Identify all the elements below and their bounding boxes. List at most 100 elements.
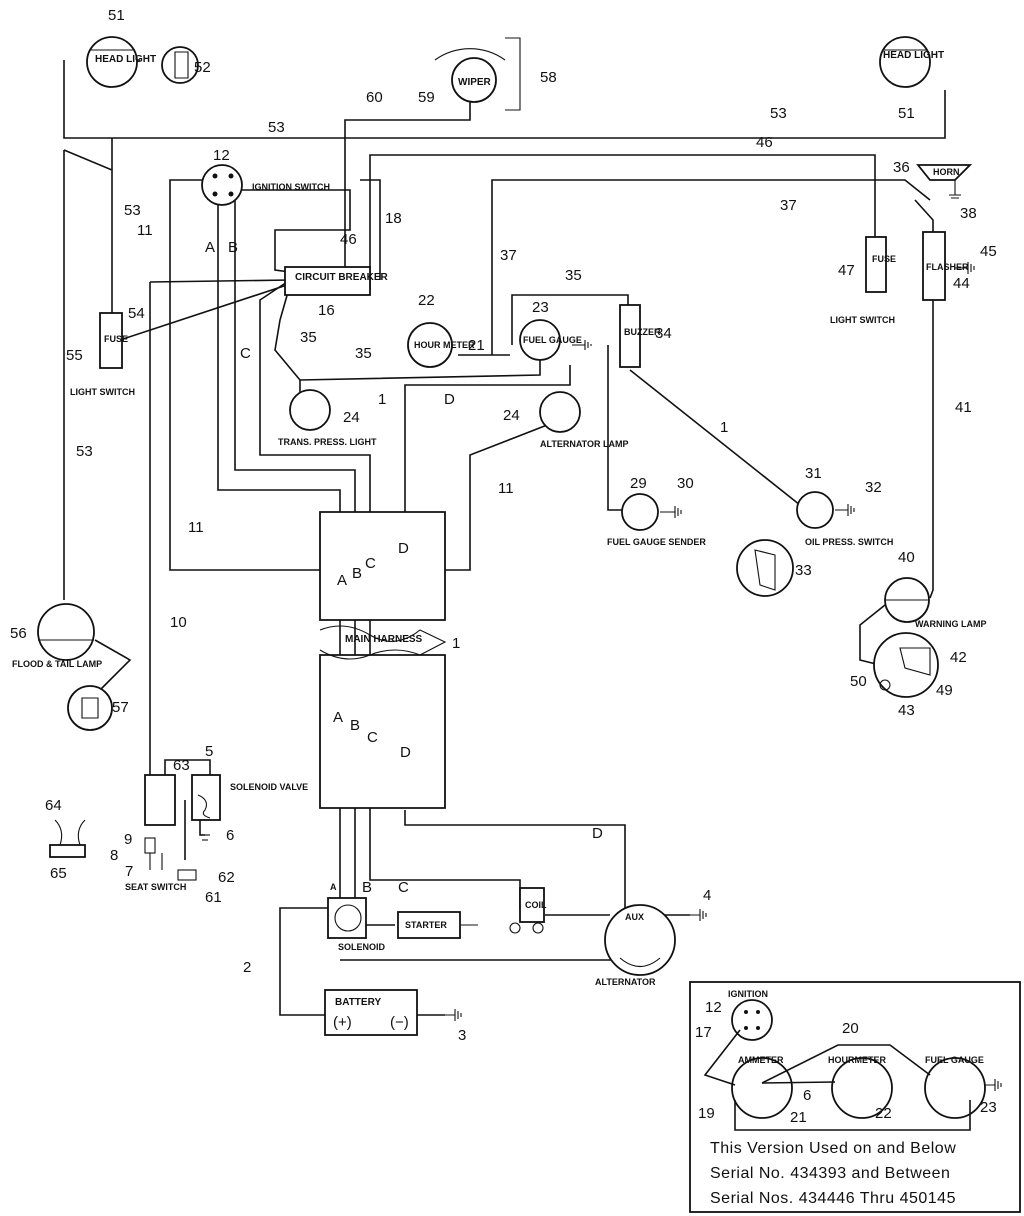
- callout-8: 8: [110, 847, 118, 864]
- warning-lamp: WARNING LAMP: [873, 577, 987, 698]
- inset-fuel-gauge-label: FUEL GAUGE: [925, 1055, 984, 1065]
- inset-callout-23: 23: [980, 1099, 997, 1116]
- callout-31: 31: [805, 465, 822, 482]
- callout-43: 43: [898, 702, 915, 719]
- fuse-right-label: FUSE: [872, 254, 896, 264]
- battery-plus: (+): [333, 1014, 352, 1031]
- solenoid: SOLENOID A B C D: [327, 825, 603, 952]
- flood-tail-lamp-label: FLOOD & TAIL LAMP: [12, 659, 102, 669]
- callout-6: 6: [226, 827, 234, 844]
- callout-12: 12: [213, 147, 230, 164]
- solenoid-letter-a: A: [330, 882, 337, 892]
- starter: STARTER: [397, 911, 478, 939]
- circuit-breaker: CIRCUIT BREAKER: [284, 266, 389, 296]
- solenoid-letter-b: B: [362, 879, 372, 896]
- alternator-lamp-label: ALTERNATOR LAMP: [540, 439, 629, 449]
- callout-35-top: 35: [565, 267, 582, 284]
- callout-23: 23: [532, 299, 549, 316]
- flasher-label: FLASHER: [926, 262, 969, 272]
- alternator-label: ALTERNATOR: [595, 977, 656, 987]
- callout-53-top-right: 53: [770, 105, 787, 122]
- coil-letter-c: C: [398, 879, 409, 896]
- fuse-left-label: FUSE: [104, 334, 128, 344]
- callout-37-top: 37: [780, 197, 797, 214]
- harness-letter-d-top: D: [398, 540, 409, 557]
- inset-callout-17: 17: [695, 1024, 712, 1041]
- callout-33: 33: [795, 562, 812, 579]
- callout-3: 3: [458, 1027, 466, 1044]
- ignition-switch-label: IGNITION SWITCH: [252, 182, 330, 192]
- callout-50: 50: [850, 673, 867, 690]
- harness-letter-a-bottom: A: [333, 709, 343, 726]
- fuel-gauge-label: FUEL GAUGE: [523, 335, 582, 345]
- fuse-right: FUSE LIGHT SWITCH: [830, 236, 896, 325]
- fuel-gauge-sender: FUEL GAUGE SENDER: [607, 493, 706, 547]
- trans-press-light-label: TRANS. PRESS. LIGHT: [278, 437, 377, 447]
- head-light-right-label: HEAD LIGHT: [883, 50, 944, 61]
- inset-callout-6: 6: [803, 1087, 811, 1104]
- callout-60: 60: [366, 89, 383, 106]
- alternator-letter-d: D: [592, 825, 603, 842]
- light-switch-left-label: LIGHT SWITCH: [70, 387, 135, 397]
- callout-53-top-left: 53: [268, 119, 285, 136]
- callout-47: 47: [838, 262, 855, 279]
- flood-tail-lamp: FLOOD & TAIL LAMP: [12, 603, 113, 731]
- main-harness: MAIN HARNESS A B C D A B C D: [319, 511, 447, 809]
- head-light-left: HEAD LIGHT: [86, 36, 156, 88]
- battery: BATTERY (+) (−): [324, 989, 418, 1036]
- callout-49: 49: [936, 682, 953, 699]
- callout-11-right: 11: [498, 480, 514, 497]
- inset-note-line-1: This Version Used on and Below: [710, 1140, 956, 1157]
- callout-62: 62: [218, 869, 235, 886]
- trans-press-light: TRANS. PRESS. LIGHT: [278, 389, 377, 447]
- callout-53-lower: 53: [76, 443, 93, 460]
- seat-switch-assembly: SEAT SWITCH SOLENOID VALVE: [49, 774, 308, 892]
- callout-46-top: 46: [756, 134, 773, 151]
- callout-46-mid: 46: [340, 231, 357, 248]
- callout-1-mid: 1: [378, 391, 386, 408]
- main-harness-label: MAIN HARNESS: [345, 634, 423, 645]
- callout-41: 41: [955, 399, 972, 416]
- callout-51-right: 51: [898, 105, 915, 122]
- callout-16: 16: [318, 302, 335, 319]
- head-light-right: HEAD LIGHT: [879, 36, 944, 88]
- callout-18: 18: [385, 210, 402, 227]
- callout-52: 52: [194, 59, 211, 76]
- callout-56: 56: [10, 625, 27, 642]
- harness-letter-c-bottom: C: [367, 729, 378, 746]
- callout-45: 45: [980, 243, 997, 260]
- inset-callout-20: 20: [842, 1020, 859, 1037]
- callout-32: 32: [865, 479, 882, 496]
- inset-callout-21: 21: [790, 1109, 807, 1126]
- harness-letter-d-bottom: D: [400, 744, 411, 761]
- callout-61: 61: [205, 889, 222, 906]
- buzzer: BUZZER: [619, 304, 661, 368]
- seat-switch-label: SEAT SWITCH: [125, 882, 186, 892]
- callout-29: 29: [630, 475, 647, 492]
- ground-clip-52: [161, 46, 199, 84]
- solenoid-label: SOLENOID: [338, 942, 386, 952]
- inset-ammeter-label: AMMETER: [738, 1055, 784, 1065]
- callout-42: 42: [950, 649, 967, 666]
- wiper-motor: WIPER: [434, 37, 521, 111]
- harness-letter-c-top: C: [365, 555, 376, 572]
- wiper-label: WIPER: [458, 77, 492, 88]
- callout-22: 22: [418, 292, 435, 309]
- callout-21: 21: [468, 337, 485, 354]
- callout-38: 38: [960, 205, 977, 222]
- callout-64: 64: [45, 797, 62, 814]
- inset-panel: IGNITION AMMETER HOURMETER FUEL GAUGE 12…: [689, 981, 1021, 1213]
- battery-minus: (−): [390, 1014, 409, 1031]
- circuit-breaker-label: CIRCUIT BREAKER: [295, 272, 389, 283]
- callout-35-mid: 35: [355, 345, 372, 362]
- alternator-lamp: ALTERNATOR LAMP: [539, 391, 629, 449]
- callout-40: 40: [898, 549, 915, 566]
- harness-letter-b-top: B: [352, 565, 362, 582]
- light-switch-right-label: LIGHT SWITCH: [830, 315, 895, 325]
- alternator: AUX ALTERNATOR: [595, 904, 676, 987]
- callout-30: 30: [677, 475, 694, 492]
- horn-label: HORN: [933, 167, 960, 177]
- callout-9: 9: [124, 831, 132, 848]
- callout-5: 5: [205, 743, 213, 760]
